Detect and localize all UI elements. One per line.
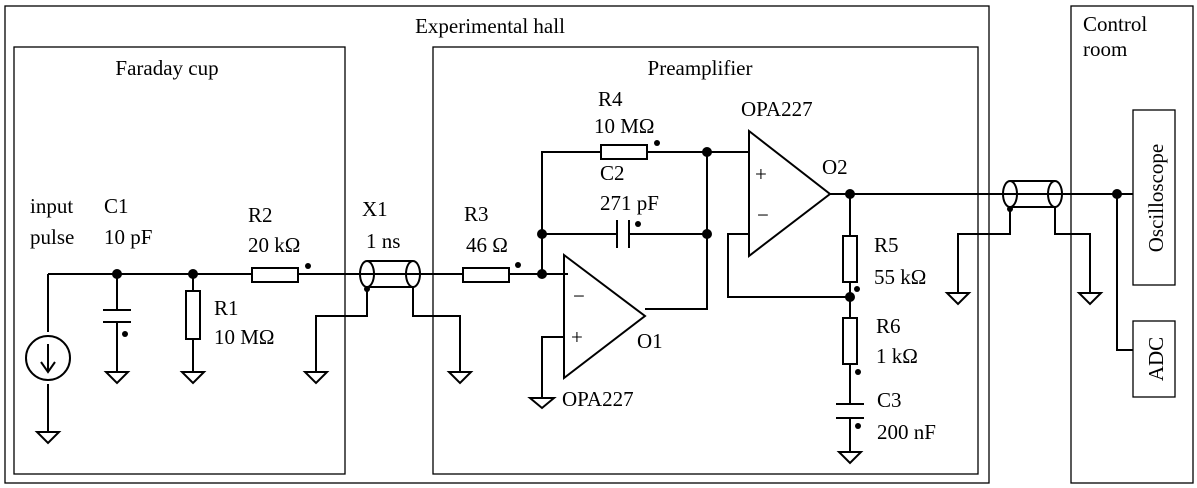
c1-value: 10 pF — [104, 225, 152, 249]
preamplifier-box — [432, 46, 979, 475]
r5-name: R5 — [874, 233, 899, 257]
x1-value: 1 ns — [366, 229, 400, 253]
r6-value: 1 kΩ — [876, 344, 918, 368]
opa1-plus: + — [571, 325, 583, 349]
junction-r4-right — [702, 147, 712, 157]
o1-feedback-wire — [645, 152, 708, 310]
adc-box — [1132, 320, 1176, 398]
experimental-hall-label: Experimental hall — [415, 14, 565, 38]
faraday-cup-box — [13, 46, 346, 475]
r4-value: 10 MΩ — [594, 114, 655, 138]
opa2-minus: − — [757, 203, 769, 227]
opamp-1-symbol — [527, 252, 647, 410]
r5-value: 55 kΩ — [874, 265, 926, 289]
resistor-r6-symbol — [842, 317, 861, 404]
r4-name: R4 — [598, 87, 623, 111]
junction-c2-left — [537, 229, 547, 239]
junction-opa1-inverting — [537, 269, 547, 279]
source-label-line1: input — [30, 194, 73, 218]
resistor-r3-symbol — [462, 262, 521, 283]
coax-x1-symbol — [315, 260, 461, 372]
oscilloscope-label: Oscilloscope — [1144, 144, 1168, 252]
oscilloscope-box — [1132, 109, 1176, 286]
c2-name: C2 — [600, 161, 625, 185]
adc-label: ADC — [1144, 337, 1168, 381]
control-room-box — [1070, 5, 1194, 484]
c1-name: C1 — [104, 194, 129, 218]
faraday-cup-label: Faraday cup — [115, 56, 218, 80]
r1-value: 10 MΩ — [214, 325, 275, 349]
preamplifier-label: Preamplifier — [648, 56, 753, 80]
input-current-source — [25, 274, 71, 432]
control-room-label-line2: room — [1083, 37, 1127, 61]
r3-value: 46 Ω — [466, 233, 508, 257]
opa2-name: OPA227 — [741, 97, 813, 121]
opa1-name: OPA227 — [562, 387, 634, 411]
control-room-label-line1: Control — [1083, 12, 1147, 36]
capacitor-c2-symbol — [616, 220, 641, 248]
r2-name: R2 — [248, 203, 273, 227]
c3-name: C3 — [877, 388, 902, 412]
opa2-plus: + — [755, 162, 767, 186]
resistor-r4-symbol — [600, 140, 660, 160]
experimental-hall-box — [4, 5, 990, 484]
r3-name: R3 — [464, 202, 489, 226]
resistor-r1-symbol — [185, 274, 201, 372]
c2-value: 271 pF — [600, 191, 659, 215]
capacitor-c1-symbol — [103, 274, 131, 372]
junction-r5-r6 — [845, 292, 855, 302]
r1-name: R1 — [214, 296, 239, 320]
resistor-r2-symbol — [251, 263, 311, 283]
opa1-output-label: O1 — [637, 329, 663, 353]
ground-symbols — [34, 292, 1104, 465]
r2-value: 20 kΩ — [248, 233, 300, 257]
c3-value: 200 nF — [877, 420, 936, 444]
junction-c2-right — [702, 229, 712, 239]
opa2-output-label: O2 — [822, 155, 848, 179]
adc-wire — [1116, 194, 1133, 351]
x1-name: X1 — [362, 197, 388, 221]
r6-name: R6 — [876, 314, 901, 338]
opa1-minus: − — [573, 284, 585, 308]
opamp-2-symbol — [727, 128, 850, 298]
capacitor-c3-symbol — [836, 403, 864, 452]
source-label-line2: pulse — [30, 225, 74, 249]
